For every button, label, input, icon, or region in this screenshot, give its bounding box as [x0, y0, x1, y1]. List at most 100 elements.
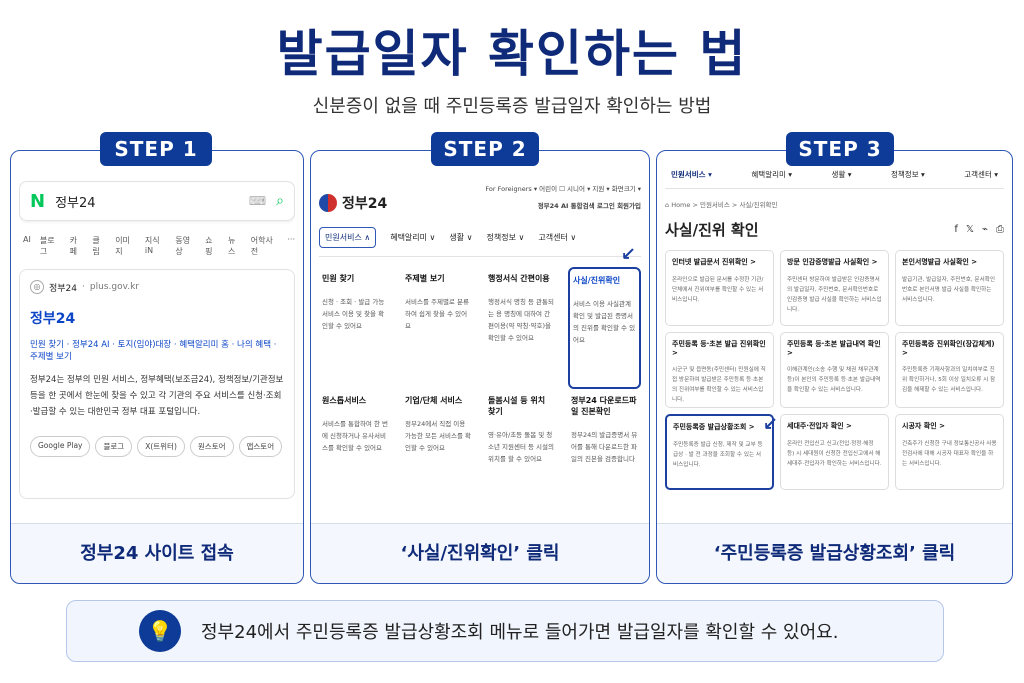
tab-image[interactable]: 이미지	[115, 236, 130, 256]
step2-panel: 정부24 For Foreigners ▾ 어린이 ☐ 시니어 ▾ 지원 ▾ 화…	[310, 150, 650, 584]
main-nav: 민원서비스 ∧ 혜택알리미 ∨ 생활 ∨ 정책정보 ∨ 고객센터 ∨	[319, 227, 641, 257]
share-toolbar: f 𝕏 ⌁ ⎙	[954, 224, 1004, 235]
card-desc: 이해관계인(소송 수행 및 채권 채무관계 등)이 본인의 주민등록 등·초본 …	[787, 367, 881, 393]
step2-screenshot: 정부24 For Foreigners ▾ 어린이 ☐ 시니어 ▾ 지원 ▾ 화…	[319, 181, 641, 517]
tab-blog[interactable]: 블로그	[39, 236, 55, 256]
x-icon[interactable]: 𝕏	[965, 224, 974, 235]
facebook-icon[interactable]: f	[954, 224, 958, 235]
step1-panel: N 정부24 ⌨ ⌕ AI 블로그 카페 클립 이미지 지식iN 동영상 쇼핑 …	[10, 150, 304, 584]
menu-title: 정부24 다운로드파일 진본확인	[571, 396, 637, 416]
result-site-url: plus.gov.kr	[89, 282, 139, 292]
nav-policy[interactable]: 정책정보 ▾	[891, 170, 925, 179]
search-result-card: ◎ 정부24 · plus.gov.kr 정부24 민원 찾기 · 정부24 A…	[19, 269, 295, 499]
nav-customer-center[interactable]: 고객센터 ∨	[538, 233, 577, 242]
naver-search-bar[interactable]: N 정부24 ⌨ ⌕	[19, 181, 295, 221]
card-resident-copy-history[interactable]: 주민등록 등·초본 발급내역 확인 > 이해관계인(소송 수행 및 채권 채무관계…	[780, 332, 889, 408]
result-title-link[interactable]: 정부24	[30, 311, 76, 327]
card-title: 주민등록 등·초본 발급내역 확인 >	[787, 340, 881, 357]
chip-onestore[interactable]: 원스토어	[189, 436, 234, 457]
tab-ai[interactable]: AI	[23, 235, 31, 244]
nav-life[interactable]: 생활 ▾	[831, 170, 852, 179]
tab-cafe[interactable]: 카페	[69, 236, 77, 256]
tab-dictionary[interactable]: 어학사전	[250, 236, 273, 256]
result-description: 정부24는 정부의 민원 서비스, 정부혜택(보조금24), 정책정보/기관정보…	[30, 375, 284, 417]
card-title: 방문 인감증명발급 사실확인 >	[787, 258, 878, 266]
card-id-card-verify[interactable]: 주민등록증 진위확인(장갑체계) >주민등록증 기재사항과의 일치여부로 진위 …	[895, 332, 1004, 408]
search-query[interactable]: 정부24	[55, 195, 96, 211]
verification-cards: 인터넷 발급문서 진위확인 >온라인으로 발급된 문서를 수정한 기관/단체에서…	[665, 250, 1004, 490]
section-title: 사실/진위 확인	[665, 221, 759, 239]
utility-row-bottom[interactable]: 정부24 AI 통합검색 로그인 회원가입	[537, 202, 641, 210]
menu-title: 주제별 보기	[405, 274, 445, 283]
tip-box: 💡 정부24에서 주민등록증 발급상황조회 메뉴로 들어가면 발급일자를 확인할…	[66, 600, 944, 662]
menu-desc: 영·유아/초등 돌봄 및 청소년 지원센터 등 시설의 위치를 할 수 있어요	[488, 431, 554, 463]
page-title: 발급일자 확인하는 법	[276, 25, 748, 83]
nav-customer-center[interactable]: 고객센터 ▾	[964, 170, 998, 179]
taegeuk-emblem-icon	[319, 194, 337, 212]
nav-civil-service[interactable]: 민원서비스 ∧	[319, 227, 377, 248]
tab-more[interactable]: ···	[287, 235, 295, 244]
card-desc: 건축주가 신청한 구내 정보통신공사 사용전검사에 대해 시공자 대표자 확인을…	[902, 441, 997, 467]
tab-news[interactable]: 뉴스	[227, 236, 236, 256]
card-title: 세대주·전입자 확인 >	[787, 422, 852, 430]
link-icon[interactable]: ⌁	[981, 224, 988, 235]
nav-policy[interactable]: 정책정보 ∨	[486, 233, 525, 242]
card-contractor-verify[interactable]: 시공자 확인 >건축주가 신청한 구내 정보통신공사 사용전검사에 대해 시공자…	[895, 414, 1004, 490]
card-desc: 시군구 및 읍면동(주민센터) 민원실에 직접 방문하여 발급받은 주민등록 등…	[672, 367, 766, 403]
step3-caption: ‘주민등록증 발급상황조회’ 클릭	[657, 523, 1012, 583]
menu-title: 행정서식 간편이용	[488, 274, 550, 283]
card-signature-verify[interactable]: 본인서명발급 사실확인 >발급기관, 발급일자, 주민번호, 문서확인번호로 본…	[895, 250, 1004, 326]
print-icon[interactable]: ⎙	[996, 224, 1004, 235]
naver-logo-icon: N	[30, 190, 46, 212]
menu-desc: 정부24에서 직접 이용 가능한 모든 서비스를 확인할 수 있어요	[405, 420, 471, 452]
chip-google-play[interactable]: Google Play	[30, 436, 91, 457]
card-id-issue-status[interactable]: 주민등록증 발급상황조회 >주민등록증 발급 신청, 제작 및 교부 등 급상 …	[665, 414, 774, 490]
search-icon[interactable]: ⌕	[276, 193, 284, 209]
tab-clip[interactable]: 클립	[92, 236, 100, 256]
card-desc: 온라인으로 발급된 문서를 수정한 기관/단체에서 진위여부를 확인할 수 있는…	[672, 277, 764, 303]
utility-row-top[interactable]: For Foreigners ▾ 어린이 ☐ 시니어 ▾ 지원 ▾ 화면크기 ▾	[485, 185, 641, 193]
chip-blog[interactable]: 블로그	[95, 436, 133, 457]
card-householder-verify[interactable]: 세대주·전입자 확인 >온라인 전입신고 신고(전입·정정·해정 등) 시 세대…	[780, 414, 889, 490]
step3-badge: STEP 3	[786, 132, 894, 166]
keyboard-icon[interactable]: ⌨	[248, 194, 267, 208]
step2-caption: ‘사실/진위확인’ 클릭	[311, 523, 649, 583]
main-nav: 민원서비스 ▾ 혜택알리미 ▾ 생활 ▾ 정책정보 ▾ 고객센터 ▾	[665, 165, 1004, 189]
gov24-logo[interactable]: 정부24	[319, 191, 387, 215]
result-site-name: 정부24	[49, 283, 78, 294]
menu-desc: 행정서식 명칭 등 관통되는 용 명칭에 대하여 간편이용(약 약칭·약호)을 …	[488, 298, 554, 342]
tab-video[interactable]: 동영상	[175, 236, 191, 256]
tab-kin[interactable]: 지식iN	[144, 236, 160, 255]
menu-title: 사실/진위확인	[573, 276, 621, 285]
card-desc: 주민등록증 기재사항과의 일치여부로 진위 확인하거나, 5회 이상 일치오류 …	[902, 367, 996, 393]
chip-appstore[interactable]: 앱스토어	[238, 436, 283, 457]
breadcrumb[interactable]: ⌂ Home > 민원서비스 > 사실/진위확인	[665, 201, 778, 209]
card-desc: 발급기관, 발급일자, 주민번호, 문서확인번호로 본인서명 발급 사실을 확인…	[902, 277, 996, 303]
menu-title: 기업/단체 서비스	[405, 396, 463, 405]
nav-life[interactable]: 생활 ∨	[449, 233, 473, 242]
nav-civil-service[interactable]: 민원서비스 ▾	[671, 170, 712, 179]
menu-title: 원스톱서비스	[322, 396, 367, 405]
utility-menu: For Foreigners ▾ 어린이 ☐ 시니어 ▾ 지원 ▾ 화면크기 ▾…	[485, 181, 641, 215]
nav-benefits[interactable]: 혜택알리미 ∨	[390, 233, 436, 242]
menu-desc: 서비스를 통합하여 한 번에 신청하거나 유사서비스를 확인할 수 있어요	[322, 420, 388, 452]
card-seal-cert-verify[interactable]: 방문 인감증명발급 사실확인 >주민센터 방문하여 발급받은 인감증명서의 발급…	[780, 250, 889, 326]
result-quick-links[interactable]: 민원 찾기 · 정부24 AI · 토지(임야)대장 · 혜택알리미 홈 · 나…	[30, 340, 277, 362]
tab-shopping[interactable]: 쇼핑	[205, 236, 213, 256]
step1-screenshot: N 정부24 ⌨ ⌕ AI 블로그 카페 클립 이미지 지식iN 동영상 쇼핑 …	[19, 181, 295, 517]
lightbulb-icon: 💡	[139, 610, 181, 652]
card-resident-copy-verify[interactable]: 주민등록 등·초본 발급 진위확인 >시군구 및 읍면동(주민센터) 민원실에 …	[665, 332, 774, 408]
chip-x[interactable]: X(트위터)	[137, 436, 185, 457]
nav-benefits[interactable]: 혜택알리미 ▾	[751, 170, 793, 179]
card-online-doc-verify[interactable]: 인터넷 발급문서 진위확인 >온라인으로 발급된 문서를 수정한 기관/단체에서…	[665, 250, 774, 326]
step3-screenshot: 민원서비스 ▾ 혜택알리미 ▾ 생활 ▾ 정책정보 ▾ 고객센터 ▾ ⌂ Hom…	[665, 165, 1004, 519]
